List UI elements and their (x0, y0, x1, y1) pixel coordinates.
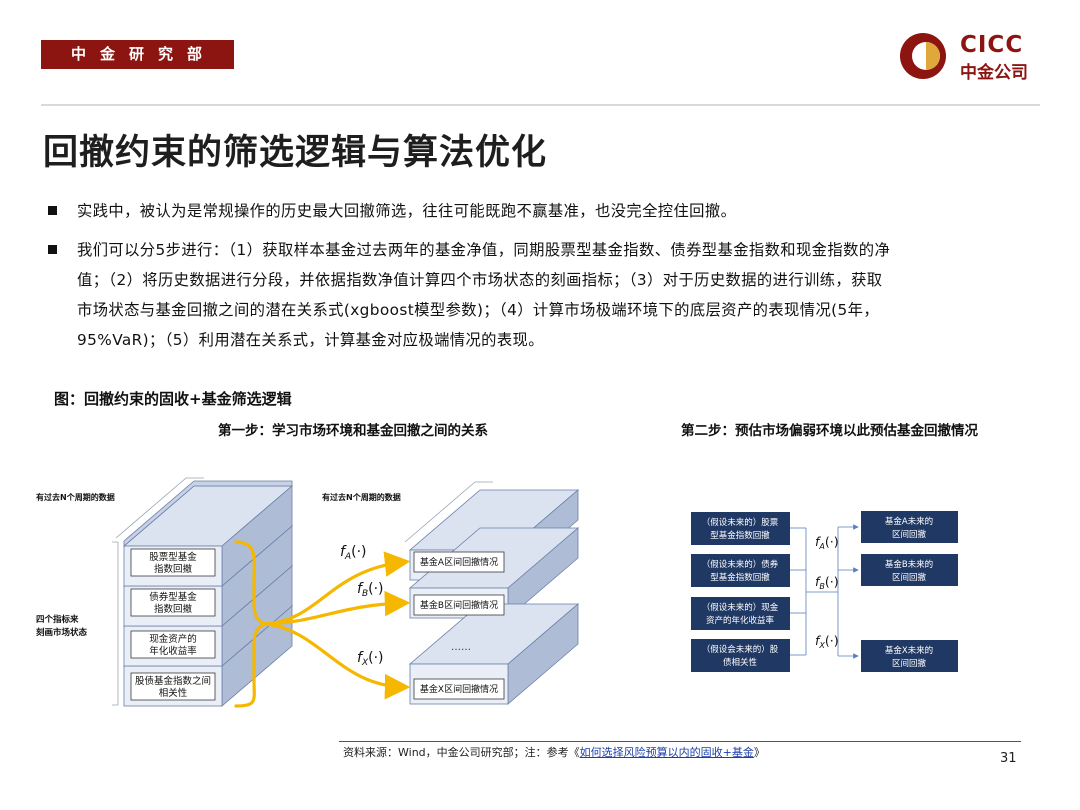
fb-f: f (357, 581, 364, 597)
bullet-square-icon (48, 206, 57, 215)
data-label-left: 有过去N个周期的数据 (36, 492, 115, 502)
right-inputs: （假设未来的）股票 型基金指数回撤 （假设未来的）债券 型基金指数回撤 （假设未… (691, 512, 790, 672)
logo-text-en: CICC (960, 32, 1024, 58)
right-connectors (790, 524, 859, 659)
page-title: 回撤约束的筛选逻辑与算法优化 (43, 133, 548, 173)
bullet-square-icon (48, 245, 57, 254)
ellipsis: …… (451, 642, 471, 653)
indicator-labels: 股票型基金 指数回撤 债券型基金 指数回撤 现金资产的 年化收益率 股债基金指数… (130, 548, 216, 701)
indicator-1-line-2: 指数回撤 (154, 563, 193, 575)
rfx-f: f (815, 633, 821, 648)
svg-text:fB(·): fB(·) (815, 574, 839, 591)
svg-text:fA(·): fA(·) (340, 544, 366, 562)
indicator-2-line-1: 债券型基金 (149, 591, 197, 603)
fx-sub: X (361, 658, 369, 668)
fa-f: f (340, 544, 347, 560)
right-output-b-l1: 基金B未来的 (885, 559, 933, 570)
right-output-a-l2: 区间回撤 (892, 529, 927, 540)
step-1-title: 第一步：学习市场环境和基金回撤之间的关系 (218, 423, 488, 439)
right-output-a-l1: 基金A未来的 (885, 516, 933, 527)
indicator-3-line-1: 现金资产的 (149, 633, 197, 645)
side-label-line-2: 刻画市场状态 (36, 627, 88, 638)
source-note: 资料来源：Wind，中金公司研究部；注：参考《如何选择风险预算以内的固收+基金》 (343, 744, 765, 760)
cicc-logo: CICC 中金公司 (898, 31, 1048, 85)
right-input-1-l2: 型基金指数回撤 (710, 530, 770, 541)
right-output-x-l1: 基金X未来的 (885, 645, 933, 656)
indicator-3-line-2: 年化收益率 (149, 645, 197, 657)
rfb-sub: B (819, 582, 825, 591)
bullet-2-line: 我们可以分5步进行：（1）获取样本基金过去两年的基金净值，同期股票型基金指数、债… (77, 241, 891, 259)
output-labels: 基金A区间回撤情况 基金B区间回撤情况 基金X区间回撤情况 (413, 551, 505, 700)
department-banner: 中金研究部 (41, 40, 234, 69)
indicator-4-line-2: 相关性 (159, 687, 188, 699)
bullet-2-line: 市场状态与基金回撤之间的潜在关系式(xgboost模型参数)；（4）计算市场极端… (77, 301, 880, 319)
bullet-2-line: 95%VaR)；（5）利用潜在关系式，计算基金对应极端情况的表现。 (77, 331, 544, 349)
right-output-b-l2: 区间回撤 (892, 572, 927, 583)
right-input-4-l2: 债相关性 (723, 657, 758, 668)
svg-text:fX(·): fX(·) (815, 633, 839, 650)
fx-arg: (·) (368, 650, 383, 666)
bullet-2-line: 值；（2）将历史数据进行分段，并依据指数净值计算四个市场状态的刻画指标；（3）对… (77, 271, 883, 289)
rfa-f: f (815, 534, 821, 549)
right-input-1-l1: （假设未来的）股票 (702, 517, 779, 528)
bullet-text-1: 实践中，被认为是常规操作的历史最大回撤筛选，往往可能既跑不赢基准，也没完全控住回… (77, 202, 737, 220)
right-input-3-l1: （假设未来的）现金 (702, 602, 779, 613)
step-2-title: 第二步：预估市场偏弱环境以此预估基金回撤情况 (681, 423, 978, 439)
right-input-4-l1: （假设会未来的）股 (702, 644, 779, 655)
rfa-arg: (·) (825, 534, 839, 549)
rfb-f: f (815, 574, 821, 589)
data-label-right: 有过去N个周期的数据 (322, 492, 401, 502)
source-divider (339, 741, 1021, 742)
header-divider (41, 104, 1040, 106)
rfx-arg: (·) (825, 633, 839, 648)
svg-text:fB(·): fB(·) (357, 581, 384, 599)
indicator-1-line-1: 股票型基金 (149, 551, 197, 563)
rfb-arg: (·) (825, 574, 839, 589)
rfa-sub: A (818, 542, 824, 551)
indicator-2-line-2: 指数回撤 (154, 603, 193, 615)
source-suffix: 》 (753, 746, 765, 759)
right-outputs: 基金A未来的 区间回撤 基金B未来的 区间回撤 基金X未来的 区间回撤 (861, 511, 958, 672)
left-function-labels: fA(·) fB(·) fX(·) (340, 544, 384, 668)
side-label-line-1: 四个指标来 (36, 614, 79, 625)
indicator-4-line-1: 股债基金指数之间 (135, 675, 211, 687)
right-output-x-l2: 区间回撤 (892, 658, 927, 669)
right-input-3-l2: 资产的年化收益率 (706, 615, 775, 626)
right-input-2-l2: 型基金指数回撤 (710, 572, 770, 583)
right-input-2-l1: （假设未来的）债券 (702, 559, 779, 570)
fa-sub: A (344, 552, 351, 562)
bullet-text-2: 我们可以分5步进行：（1）获取样本基金过去两年的基金净值，同期股票型基金指数、债… (77, 235, 982, 355)
figure-title: 图：回撤约束的固收+基金筛选逻辑 (54, 390, 292, 408)
stack-brackets (112, 477, 204, 706)
logo-text-cn: 中金公司 (960, 63, 1028, 83)
output-label-x: 基金X区间回撤情况 (420, 683, 498, 695)
yellow-arrows (234, 540, 411, 708)
fx-f: f (357, 650, 364, 666)
fb-sub: B (362, 589, 368, 599)
svg-text:fX(·): fX(·) (357, 650, 383, 668)
svg-text:fA(·): fA(·) (815, 534, 839, 551)
cicc-logo-icon (900, 33, 946, 79)
output-bracket (404, 481, 493, 543)
fb-arg: (·) (368, 581, 383, 597)
rfx-sub: X (818, 641, 825, 650)
right-function-labels: fA(·) fB(·) fX(·) (815, 534, 839, 650)
output-label-a: 基金A区间回撤情况 (420, 556, 498, 568)
source-link[interactable]: 如何选择风险预算以内的固收+基金 (579, 746, 754, 759)
page-number: 31 (1000, 751, 1017, 766)
fa-arg: (·) (351, 544, 366, 560)
source-prefix: 资料来源：Wind，中金公司研究部；注：参考《 (343, 746, 580, 759)
output-label-b: 基金B区间回撤情况 (420, 599, 498, 611)
